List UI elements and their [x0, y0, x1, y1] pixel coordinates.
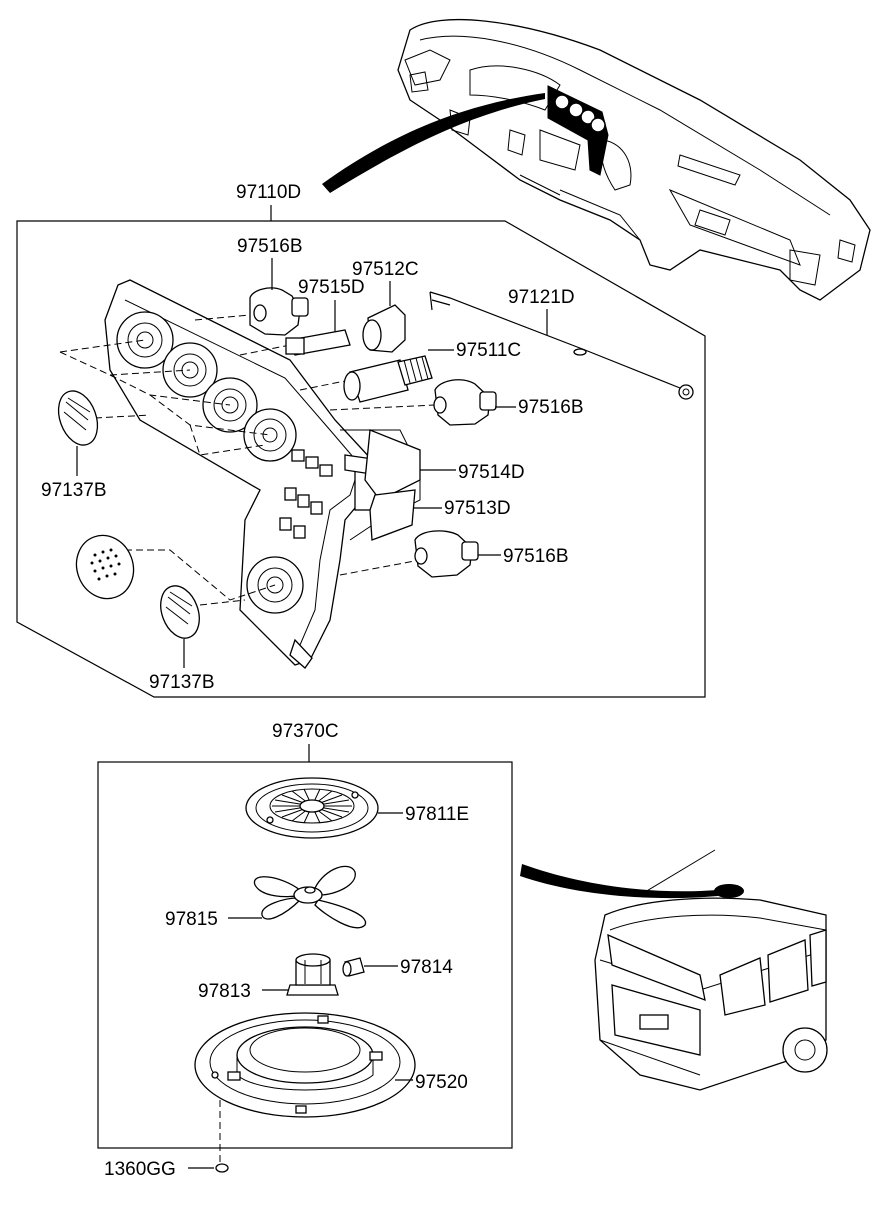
- actuator-97515d: [285, 329, 351, 356]
- housing-97520: [194, 1012, 416, 1118]
- grille-97811e: [245, 777, 379, 839]
- label-fan: 97815: [165, 909, 218, 930]
- knob-motor-right: [433, 379, 497, 426]
- label-knob-motor-lower: 97516B: [503, 546, 569, 567]
- module-97514d: [364, 429, 421, 501]
- motor-97511c: [343, 355, 433, 403]
- assembly-frame-top: [16, 220, 706, 698]
- label-assembly-bottom: 97370C: [272, 721, 339, 742]
- connector-97814: [342, 957, 365, 977]
- knob-motor-upper: [249, 287, 309, 336]
- knob-lower: [160, 585, 200, 639]
- assembly-guide-lines: [59, 314, 436, 606]
- knob-motor-lower: [414, 530, 479, 578]
- van-illustration: [594, 849, 828, 1091]
- label-module-lower: 97513D: [444, 498, 511, 519]
- label-screw: 1360GG: [104, 1159, 176, 1180]
- motor-97813: [286, 953, 339, 996]
- actuator-97512c: [362, 304, 406, 353]
- label-actuator-c: 97512C: [352, 259, 419, 280]
- screw-1360gg: [215, 1163, 229, 1173]
- fan-97815: [253, 865, 367, 929]
- assembly-frame-bottom: [97, 761, 513, 1149]
- label-knob-motor-upper: 97516B: [237, 236, 303, 257]
- label-connector: 97814: [400, 957, 453, 978]
- grille-cap: [75, 534, 135, 600]
- label-motor-c: 97511C: [456, 340, 521, 361]
- label-actuator-d: 97515D: [298, 277, 365, 298]
- label-housing: 97520: [415, 1072, 468, 1093]
- dashboard-illustration: [397, 18, 871, 301]
- label-assembly-top: 97110D: [236, 182, 301, 203]
- label-grille: 97811E: [405, 804, 469, 825]
- pointer-arrow-dashboard: [322, 93, 545, 193]
- label-knob-lower: 97137B: [149, 672, 215, 693]
- cable-97121d: [429, 291, 694, 400]
- module-97513d: [369, 489, 416, 541]
- control-panel: [104, 279, 421, 669]
- pointer-arrow-van: [520, 864, 718, 899]
- label-cable: 97121D: [508, 287, 575, 308]
- knob-upper: [57, 390, 99, 446]
- label-knob-motor-right: 97516B: [518, 397, 584, 418]
- label-knob-upper: 97137B: [41, 480, 107, 501]
- label-motor: 97813: [198, 981, 251, 1002]
- label-module-d: 97514D: [458, 462, 525, 483]
